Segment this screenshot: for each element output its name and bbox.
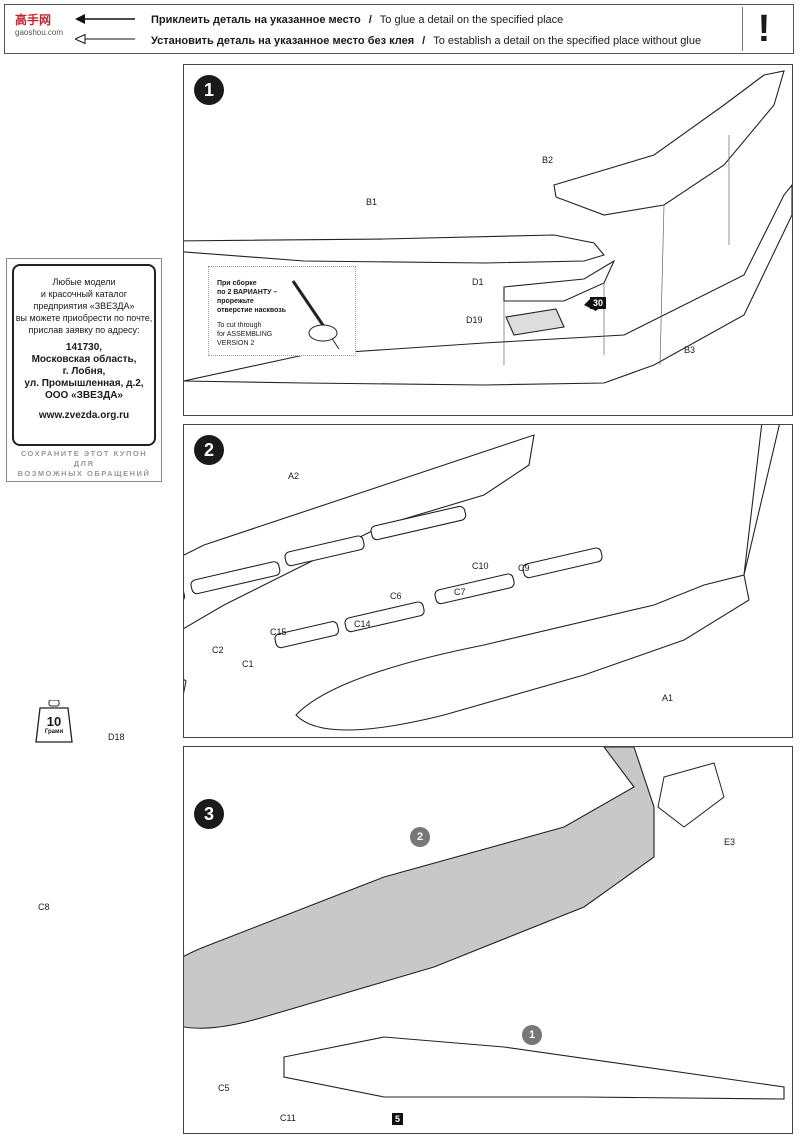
step-number-2: 2 [194, 435, 224, 465]
label-c7: C7 [454, 587, 466, 597]
label-c2: C2 [212, 645, 224, 655]
step-1-panel: 1 30 B2 B1 D1 D19 B3 [183, 64, 793, 416]
note-line: При сборке [217, 280, 257, 287]
coupon-save-note: СОХРАНИТЕ ЭТОТ КУПОН ДЛЯ ВОЗМОЖНЫХ ОБРАЩ… [7, 449, 161, 479]
part-d1 [503, 259, 616, 302]
label-c15: C15 [270, 627, 287, 637]
label-c5: C5 [218, 1083, 230, 1093]
label-c6: C6 [390, 591, 402, 601]
part-e3 [657, 762, 725, 828]
knife-hand-icon [291, 280, 340, 350]
coupon-line: прислав заявку по адресу: [28, 325, 140, 335]
note-line: VERSION 2 [217, 340, 255, 347]
label-c10: C10 [472, 561, 489, 571]
coupon-body: Любые модели и красочный каталог предпри… [12, 264, 156, 446]
wing-part-b1 [184, 234, 605, 264]
note-line: for ASSEMBLING [217, 331, 273, 338]
label-c9: C9 [518, 563, 530, 573]
note-line: To cut through [217, 322, 262, 329]
step-2-panel: 2 A2 C10 C9 C6 C7 C14 C15 C2 C1 A1 [183, 424, 793, 738]
cut-through-note: При сборке по 2 ВАРИАНТУ – прорежьте отв… [208, 266, 356, 356]
address-line: ООО «ЗВЕЗДА» [44, 390, 123, 401]
coupon-line: Любые модели [52, 277, 116, 287]
weight-unit: Грами [44, 729, 64, 735]
logo-text: 高手网 [15, 13, 52, 27]
legend-bar: 高手网 gaoshou.com Приклеить деталь на указ… [4, 4, 794, 54]
label-a1: A1 [662, 693, 674, 703]
fuselage-half-a2 [184, 434, 535, 629]
save-line: СОХРАНИТЕ ЭТОТ КУПОН [20, 449, 148, 458]
ref-5-label: 5 [392, 1113, 404, 1125]
step-1-drawing [184, 70, 792, 386]
step-number-1: 1 [194, 75, 224, 105]
step-number-3: 3 [194, 799, 224, 829]
label-b3: B3 [684, 345, 696, 355]
label-a2: A2 [288, 471, 300, 481]
note-line: отверстие насквозь [217, 307, 287, 314]
weight-icon: 10 Грами [34, 699, 74, 744]
weight-value: 10 [46, 714, 62, 729]
address-line: г. Лобня, [62, 366, 106, 377]
note-ru: При сборке по 2 ВАРИАНТУ – прорежьте отв… [217, 279, 286, 315]
save-line: ВОЗМОЖНЫХ ОБРАЩЕНИЙ [17, 469, 151, 478]
label-c8: C8 [38, 902, 50, 912]
assembled-wing [283, 1036, 785, 1100]
ref-30-label: 30 [590, 297, 607, 309]
label-d1: D1 [472, 277, 484, 287]
legend-separator: / [422, 35, 426, 47]
address-line: Московская область, [31, 354, 137, 365]
no-glue-legend-en: To establish a detail on the specified p… [433, 35, 702, 47]
label-d18: D18 [108, 732, 125, 742]
save-line: ДЛЯ [73, 459, 95, 468]
glue-legend-ru: Приклеить деталь на указанное место [151, 14, 361, 26]
coupon-line: предприятия «ЗВЕЗДА» [33, 301, 135, 311]
label-c1: C1 [242, 659, 254, 669]
coupon-address: 141730, Московская область, г. Лобня, ул… [14, 342, 154, 402]
coupon-line: вы можете приобрести по почте, [15, 313, 153, 323]
wing-part-b2 [553, 70, 785, 216]
no-glue-legend-ru: Установить деталь на указанное место без… [151, 35, 415, 47]
no-glue-legend: Установить деталь на указанное место без… [151, 35, 701, 47]
wing-lower-part-b3 [184, 184, 792, 386]
glue-arrow-icon [75, 14, 135, 24]
part-d19 [505, 308, 565, 336]
part-d18 [184, 679, 187, 694]
label-b1: B1 [366, 197, 378, 207]
note-line: прорежьте [217, 298, 254, 305]
note-en: To cut through for ASSEMBLING VERSION 2 [217, 321, 272, 348]
step-2-drawing [184, 425, 780, 731]
label-c11: C11 [280, 1113, 296, 1123]
coupon-url: www.zvezda.org.ru [38, 410, 130, 421]
label-b2: B2 [542, 155, 554, 165]
glue-legend-en: To glue a detail on the specified place [379, 14, 564, 26]
fuselage-half-a1 [295, 425, 780, 731]
address-line: 141730, [65, 342, 103, 353]
address-line: ул. Промышленная, д.2, [24, 378, 144, 389]
coupon-line: и красочный каталог [40, 289, 128, 299]
label-d19: D19 [466, 315, 483, 325]
subassembly-2-badge: 2 [410, 827, 430, 847]
assembled-fuselage [184, 747, 655, 1029]
warning-icon: ! [742, 7, 785, 51]
legend-separator: / [368, 14, 372, 26]
label-e3: E3 [724, 837, 736, 847]
note-line: по 2 ВАРИАНТУ – [217, 289, 278, 296]
glue-legend: Приклеить деталь на указанное место / To g… [151, 14, 563, 26]
subassembly-1-badge: 1 [522, 1025, 542, 1045]
step-3-panel: 3 2 1 5 E3 C5 C11 [183, 746, 793, 1134]
watermark-logo: 高手网 gaoshou.com [15, 11, 63, 37]
step-3-drawing [184, 747, 785, 1100]
no-glue-arrow-icon [75, 34, 135, 44]
mail-order-coupon: Любые модели и красочный каталог предпри… [6, 258, 162, 482]
logo-subtext: gaoshou.com [15, 28, 64, 37]
label-c14: C14 [354, 619, 371, 629]
